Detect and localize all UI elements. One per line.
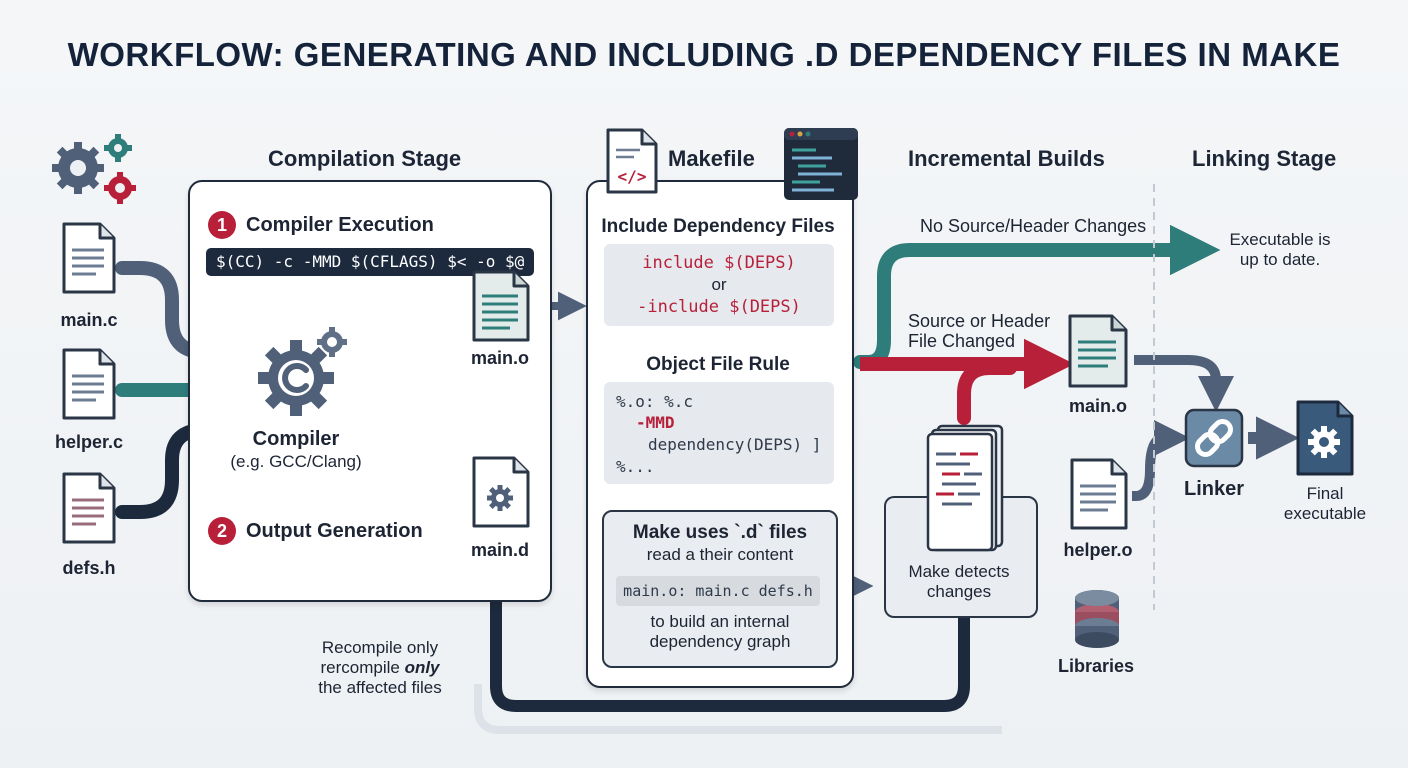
file-icon-defs-h (62, 472, 116, 544)
step-2-label: Output Generation (246, 520, 423, 542)
libraries-label: Libraries (1057, 656, 1135, 676)
arrow-main-o-to-linker (1134, 355, 1234, 412)
database-icon (1075, 590, 1119, 648)
compilation-stage-heading: Compilation Stage (268, 146, 462, 171)
dependency-file-icon (472, 456, 530, 528)
makefile-code-icon: </> (606, 128, 658, 194)
final-line-1: Final (1306, 484, 1344, 503)
include-or: or (711, 275, 727, 294)
arrow-helper-o-to-linker (1131, 420, 1190, 501)
recompile-line-3: the affected files (318, 678, 442, 697)
file-label-helper-c: helper.c (54, 432, 124, 452)
helper-object-file-icon (1070, 458, 1128, 530)
uses-heading: Make uses `.d` files (632, 522, 808, 543)
link-main-o-label: main.o (1068, 396, 1127, 416)
gears-icon (52, 134, 136, 204)
recompile-line-2-emphasis: only (404, 658, 440, 677)
up-to-date-line-2: up to date. (1239, 250, 1321, 269)
rule-line-3: dependency(DEPS) ] (648, 435, 822, 454)
no-change-label: No Source/Header Changes (920, 216, 1147, 236)
file-icon-main-c (62, 222, 116, 294)
uses-tail-2: dependency graph (649, 632, 791, 651)
arrow-changed-from-detect (957, 361, 1017, 425)
include-alt-line: -include $(DEPS) (604, 297, 834, 317)
changed-line-1: Source or Header (908, 311, 1051, 331)
terminal-window-icon (784, 128, 858, 200)
recompile-line-2-prefix: rercompile (320, 658, 405, 677)
changed-line-2: File Changed (908, 331, 1016, 351)
output-main-d-label: main.d (470, 540, 529, 560)
rule-heading: Object File Rule (646, 354, 790, 375)
include-alt-keyword: -include $(DEPS) (637, 297, 801, 317)
detect-line-1: Make detects (908, 562, 1010, 581)
linked-object-file-icon (1068, 314, 1128, 388)
uses-code: main.o: main.c defs.h (616, 576, 820, 606)
recompile-line-2: rercompile only (300, 658, 460, 678)
object-file-icon (472, 270, 530, 342)
arrow-recompile-loop (474, 554, 970, 712)
chain-link-icon (1184, 408, 1244, 468)
final-executable-icon (1296, 400, 1354, 476)
include-heading: Include Dependency Files (601, 216, 835, 237)
file-label-defs-h: defs.h (62, 558, 116, 578)
dependency-docs-icon (926, 424, 1004, 552)
up-to-date-line-1: Executable is (1229, 230, 1331, 249)
compiler-label: Compiler (252, 428, 340, 450)
step-2-badge: 2 (208, 517, 236, 545)
linker-label: Linker (1183, 478, 1245, 500)
compiler-gear-icon (258, 327, 347, 416)
detect-line-2: changes (926, 582, 992, 601)
recompile-line-1: Recompile only (321, 638, 439, 657)
compiler-sublabel: (e.g. GCC/Clang) (230, 452, 362, 471)
makefile-heading: Makefile (668, 146, 755, 171)
final-line-2: executable (1283, 504, 1367, 523)
svg-text:</>: </> (618, 167, 647, 186)
rule-line-2: -MMD (636, 413, 675, 432)
uses-sub: read a their content (646, 545, 794, 564)
include-line: include $(DEPS) (604, 253, 834, 273)
file-icon-helper-c (62, 348, 116, 420)
rule-line-1: %.o: %.c (616, 392, 694, 411)
linking-heading: Linking Stage (1192, 146, 1337, 171)
incremental-heading: Incremental Builds (908, 146, 1105, 171)
rule-box (604, 382, 834, 484)
include-keyword: include $(DEPS) (642, 253, 796, 273)
link-helper-o-label: helper.o (1063, 540, 1133, 560)
rule-line-4: %... (616, 457, 655, 476)
step-1-badge: 1 (208, 211, 236, 239)
step-1-label: Compiler Execution (246, 214, 434, 236)
arrow-recompile-faint-loop (474, 684, 1002, 734)
page-title: WORKFLOW: GENERATING AND INCLUDING .D DE… (67, 36, 1341, 73)
output-main-o-label: main.o (470, 348, 529, 368)
uses-tail-1: to build an internal (650, 612, 790, 631)
include-box (604, 244, 834, 326)
file-label-main-c: main.c (60, 310, 118, 330)
